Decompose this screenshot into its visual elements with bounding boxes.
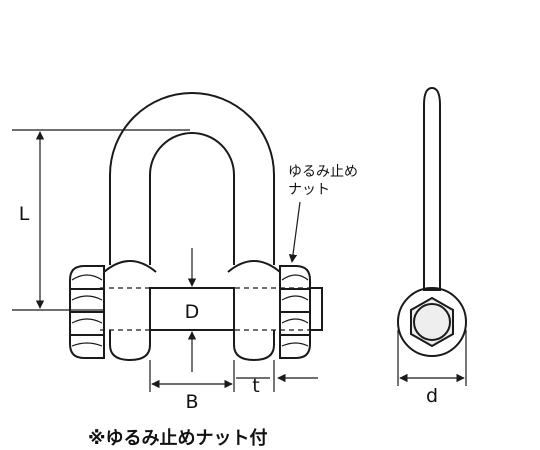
label-d: d xyxy=(426,385,438,407)
dimension-L xyxy=(12,129,190,311)
nut-callout-arrow xyxy=(288,201,301,263)
label-L: L xyxy=(19,203,30,225)
label-B: B xyxy=(185,391,198,413)
dimension-t xyxy=(236,360,318,392)
shackle-bow xyxy=(103,92,281,362)
dimension-d xyxy=(397,330,467,386)
label-D: D xyxy=(185,301,200,323)
label-t: t xyxy=(252,375,259,397)
pin xyxy=(100,287,310,331)
footnote: ※ゆるみ止めナット付 xyxy=(88,427,268,449)
left-nut xyxy=(69,265,105,359)
right-lock-nut xyxy=(279,265,323,359)
nut-note-line2: ナット xyxy=(288,182,330,198)
dimension-B xyxy=(149,360,235,392)
nut-note-line1: ゆるみ止め xyxy=(288,164,358,180)
side-view xyxy=(397,86,467,357)
